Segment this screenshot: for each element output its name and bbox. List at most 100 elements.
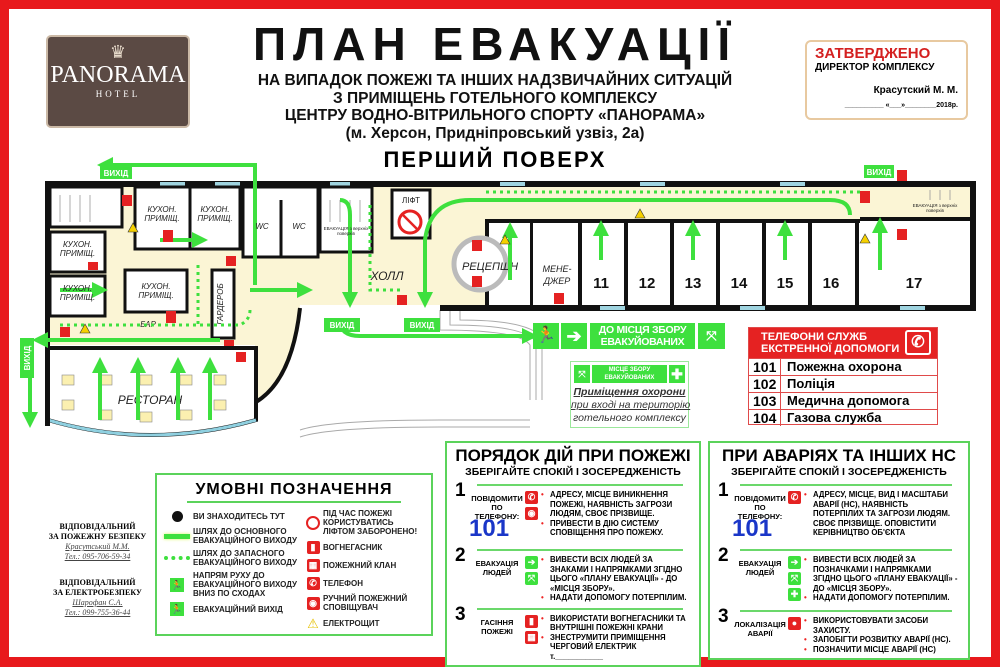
step-label: ЕВАКУАЦІЯ ЛЮДЕЙ	[475, 559, 519, 577]
muster-location-line: при вході на територію	[571, 399, 691, 411]
responsible-area: ЗА ЕЛЕКТРОБЕЗПЕКУ	[53, 588, 142, 597]
reserve-evacuation-routes	[60, 190, 860, 327]
legend-row: ПІД ЧАС ПОЖЕЖІ КОРИСТУВАТИСЬ ЛІФТОМ ЗАБО…	[303, 509, 427, 536]
step-item: ЗАПОБІГТИ РОЗВИТКУ АВАРІЇ (НС).	[804, 635, 960, 645]
room-label-wc: WC	[292, 222, 306, 231]
exit-icon: 🏃	[170, 602, 184, 616]
legend-item: ШЛЯХ ДО ЗАПАСНОГО ЕВАКУАЦІЙНОГО ВИХОДУ	[193, 549, 297, 567]
legend-item: ВОГНЕГАСНИК	[323, 542, 383, 552]
muster-direction-sign: ДО МІСЦЯ ЗБОРУ ЕВАКУЙОВАНИХ	[590, 323, 695, 349]
room-number: 15	[777, 275, 794, 292]
service-name: Поліція	[787, 376, 836, 391]
muster-sign-line: МІСЦЕ ЗБОРУ	[608, 367, 651, 373]
room-number: 13	[685, 275, 702, 292]
phones-title: ЕКСТРЕННОЇ ДОПОМОГИ	[761, 343, 900, 355]
you-are-here-icon	[171, 510, 183, 522]
stairs-note: ЕВАКУАЦІЯ з верхніх поверхів	[912, 203, 958, 213]
responsible-title: ВІДПОВІДАЛЬНИЙ	[59, 578, 136, 587]
room-label-hall: ХОЛЛ	[370, 269, 405, 283]
legend-row: ▦ПОЖЕЖНИЙ КЛАН	[303, 558, 427, 572]
exit-icon: ➔	[788, 556, 801, 569]
room-label-bar: БАР	[140, 320, 156, 329]
phone-icon: ✆	[306, 576, 320, 590]
approval-name: Красутский М. М.	[873, 85, 958, 96]
legend-item: ЕЛЕКТРОЩИТ	[323, 618, 380, 628]
phones-header: ТЕЛЕФОНИ СЛУЖБ ЕКСТРЕННОЇ ДОПОМОГИ ✆	[749, 328, 937, 358]
exit-signs[interactable]: ВИХІД ВИХІД ВИХІД ВИХІД ВИХІД	[20, 165, 894, 378]
no-lift-icon	[306, 515, 320, 530]
main-evacuation-routes	[22, 157, 888, 428]
approval-date: __________ «___»________2018р.	[844, 102, 958, 109]
room-number: 11	[593, 275, 609, 292]
fire-hydrant-icon: ▦	[525, 630, 538, 644]
legend-item: ПОЖЕЖНИЙ КЛАН	[323, 560, 397, 570]
fire-equipment-icons	[60, 170, 907, 362]
assembly-point-icon: ⤧	[574, 365, 590, 383]
logo-sub: HOTEL	[95, 89, 141, 99]
step-item: ВИВЕСТИ ВСІХ ЛЮДЕЙ ЗА ЗНАКАМИ І НАПРЯМКА…	[541, 555, 691, 593]
crest-icon: ♛	[109, 42, 127, 62]
lift-prohibited-icon	[397, 209, 423, 235]
phone-number[interactable]: 103	[749, 393, 781, 409]
responsible-title: ВІДПОВІДАЛЬНИЙ	[59, 522, 136, 531]
exit-sign[interactable]: ВИХІД	[330, 321, 355, 330]
room-label-kitchen: КУХОН. ПРИМІЩ.	[59, 284, 96, 302]
step-item: НАДАТИ ДОПОМОГУ ПОТЕРПІЛИМ.	[541, 593, 691, 603]
service-name: Медична допомога	[787, 393, 910, 408]
reserve-route-icon	[164, 556, 190, 560]
legend-item: ТЕЛЕФОН	[323, 578, 363, 588]
assembly-point-icon: ⤧	[525, 572, 538, 585]
arrow-right-icon: ➔	[561, 323, 587, 349]
phone-row: 103 Медична допомога	[749, 392, 937, 409]
legend-item: НАПРЯМ РУХУ ДО ЕВАКУАЦІЙНОГО ВИХОДУ ВНИЗ…	[193, 571, 297, 598]
restaurant-tables	[61, 374, 227, 423]
step-number: 3	[455, 603, 466, 625]
phone-icon: ✆	[788, 491, 801, 504]
legend-item: ВИ ЗНАХОДИТЕСЬ ТУТ	[193, 511, 285, 521]
phone-icon: ✆	[525, 491, 538, 504]
phone-number[interactable]: 102	[749, 376, 781, 392]
procedure-title: ПОРЯДОК ДІЙ ПРИ ПОЖЕЖІ	[455, 446, 691, 465]
electrical-panel-icon: ⚠	[307, 615, 319, 631]
exit-sign[interactable]: ВИХІД	[867, 168, 892, 177]
subtitle: НА ВИПАДОК ПОЖЕЖІ ТА ІНШИХ НАДЗВИЧАЙНИХ …	[215, 72, 775, 142]
responsible-phone: Тел.: 099-755-36-44	[64, 608, 131, 617]
step-item: ВИКОРИСТАТИ ВОГНЕГАСНИКИ ТА ВНУТРІШНІ ПО…	[541, 614, 691, 633]
subtitle-line: (м. Херсон, Придніпровський узвіз, 2а)	[345, 124, 645, 142]
emergency-number: 101	[732, 515, 773, 542]
page-title: ПЛАН ЕВАКУАЦІЇ	[252, 18, 738, 70]
exit-sign[interactable]: ВИХІД	[410, 321, 435, 330]
legend-row: ✆ТЕЛЕФОН	[303, 576, 427, 590]
step-number: 2	[718, 545, 729, 566]
legend-row: ⚠ ЕЛЕКТРОЩИТ	[303, 616, 427, 630]
responsible-name: Красутський М.М.	[65, 542, 130, 551]
fire-hydrant-icon: ▦	[306, 558, 320, 572]
floor-title: ПЕРШИЙ ПОВЕРХ	[383, 147, 607, 172]
reception-desk	[451, 235, 509, 293]
legend: УМОВНІ ПОЗНАЧЕННЯ ВИ ЗНАХОДИТЕСЬ ТУТ ШЛЯ…	[155, 473, 433, 636]
step-item: ВИКОРИСТОВУВАТИ ЗАСОБИ ЗАХИСТУ.	[804, 616, 960, 635]
legend-item: ПІД ЧАС ПОЖЕЖІ КОРИСТУВАТИСЬ ЛІФТОМ ЗАБО…	[323, 509, 418, 536]
responsible-name: Шарофан С.А.	[72, 598, 123, 607]
stairs-note: ЕВАКУАЦІЯ з верхніх поверхів	[323, 226, 369, 236]
step-item: ЗНЕСТРУМИТИ ПРИМІЩЕННЯ ЧЕРГОВИЙ ЕЛЕКТРИК…	[541, 633, 691, 662]
exit-sign[interactable]: ВИХІД	[23, 345, 32, 370]
muster-location-line: готельного комплексу	[573, 412, 686, 424]
step-label: ЛОКАЛІЗАЦІЯ АВАРІЇ	[734, 620, 786, 638]
phone-number[interactable]: 101	[749, 359, 781, 375]
fire-alarm-icon: ◉	[306, 596, 320, 610]
approval-role: ДИРЕКТОР КОМПЛЕКСУ	[815, 62, 935, 73]
step-item: НАДАТИ ДОПОМОГУ ПОТЕРПІЛИМ.	[804, 593, 960, 603]
step-label: ЕВАКУАЦІЯ ЛЮДЕЙ	[738, 559, 782, 577]
exit-sign[interactable]: ВИХІД	[104, 169, 129, 178]
phone-number[interactable]: 104	[749, 410, 781, 426]
legend-title: УМОВНІ ПОЗНАЧЕННЯ	[195, 481, 393, 498]
legend-row: ШЛЯХ ДО ЗАПАСНОГО ЕВАКУАЦІЙНОГО ВИХОДУ	[161, 549, 299, 567]
running-man-icon: 🏃	[533, 323, 559, 349]
